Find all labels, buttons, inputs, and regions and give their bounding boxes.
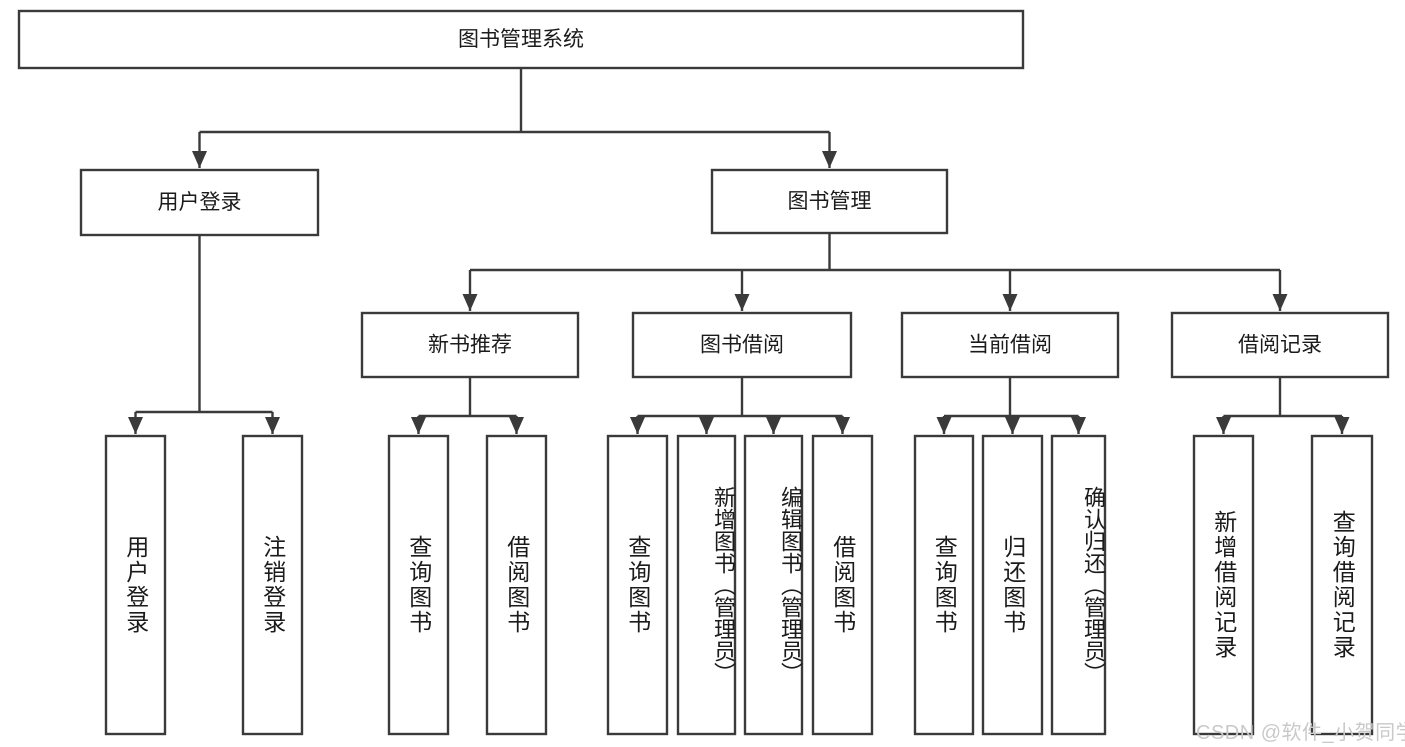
node-group-level3-1: 图书借阅 — [631, 311, 853, 379]
arrow-head-icon — [835, 417, 850, 434]
leaf-3-box[interactable] — [485, 434, 548, 736]
node-group-level3-3: 借阅记录 — [1170, 311, 1390, 379]
arrow-head-icon — [1216, 417, 1231, 434]
leaf-4-box[interactable] — [606, 434, 669, 736]
level3-1-box[interactable] — [631, 311, 853, 379]
level3-label-0: 新书推荐 — [428, 334, 512, 357]
arrow-head-icon — [822, 151, 837, 168]
arrow-head-icon — [734, 294, 750, 311]
leaf-12-box[interactable] — [1310, 434, 1374, 736]
arrow-head-icon — [699, 417, 714, 434]
arrow-head-icon — [411, 417, 426, 434]
arrow-head-icon — [766, 417, 781, 434]
level3-3-box[interactable] — [1170, 311, 1390, 379]
node-group-level3-0: 新书推荐 — [360, 311, 580, 379]
leaf-11-box[interactable] — [1192, 434, 1255, 736]
level3-2-box[interactable] — [900, 311, 1120, 379]
arrow-head-icon — [128, 417, 143, 434]
leaf-0-box[interactable] — [104, 434, 167, 736]
root-label: 图书管理系统 — [458, 28, 584, 51]
csdn-watermark: CSDN @软件_小贺同学 — [1196, 722, 1405, 744]
level2-label-0: 用户登录 — [158, 191, 242, 214]
leaf-2-box[interactable] — [387, 434, 450, 736]
arrow-head-icon — [1005, 417, 1020, 434]
node-group-level3-2: 当前借阅 — [900, 311, 1120, 379]
level2-label-1: 图书管理 — [788, 190, 872, 213]
arrow-head-icon — [1334, 417, 1350, 434]
level3-label-1: 图书借阅 — [700, 334, 784, 357]
node-group-root: 图书管理系统 — [17, 9, 1025, 70]
level3-0-box[interactable] — [360, 311, 580, 379]
arrow-head-icon — [1002, 294, 1018, 311]
arrow-head-icon — [265, 417, 280, 434]
arrow-head-icon — [1272, 294, 1288, 311]
level2-1-box[interactable] — [710, 168, 949, 235]
level3-label-3: 借阅记录 — [1238, 334, 1322, 357]
leaf-8-box[interactable] — [913, 434, 975, 736]
leaf-10-box[interactable] — [1050, 434, 1107, 736]
leaf-9-box[interactable] — [981, 434, 1044, 736]
arrow-head-icon — [509, 417, 524, 434]
arrow-head-icon — [630, 417, 645, 434]
arrow-head-icon — [936, 417, 952, 434]
node-group-level2-1: 图书管理 — [710, 168, 949, 235]
level3-label-2: 当前借阅 — [968, 334, 1052, 357]
leaf-1-box[interactable] — [241, 434, 304, 736]
leaf-6-box[interactable] — [743, 434, 804, 736]
node-group-level2-0: 用户登录 — [79, 168, 320, 237]
edges-layer — [128, 68, 1350, 434]
leaf-7-box[interactable] — [811, 434, 874, 736]
leaf-5-box[interactable] — [676, 434, 737, 736]
root-box[interactable] — [17, 9, 1025, 70]
arrow-head-icon — [462, 294, 478, 311]
level2-0-box[interactable] — [79, 168, 320, 237]
arrow-head-icon — [192, 151, 207, 168]
arrow-head-icon — [1071, 417, 1086, 434]
